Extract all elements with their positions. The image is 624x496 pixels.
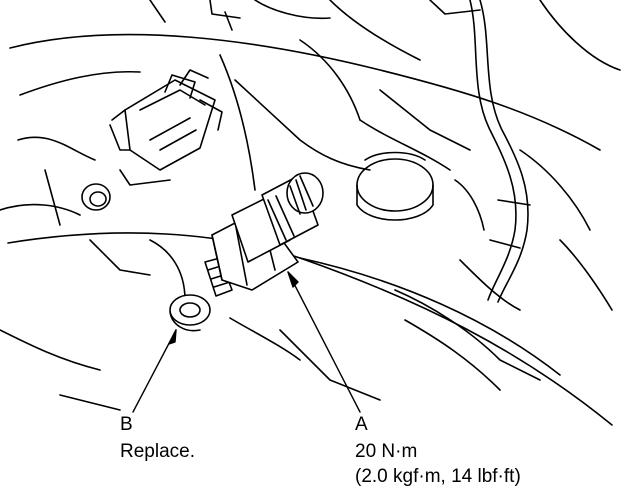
callout-a-letter: A bbox=[355, 414, 368, 435]
wire-harness bbox=[454, 0, 531, 303]
leader-a bbox=[287, 271, 361, 413]
callout-a-torque-alt: (2.0 kgf·m, 14 lbf·ft) bbox=[355, 466, 521, 487]
arrowhead-b bbox=[168, 329, 177, 345]
bolt-hole bbox=[81, 183, 111, 211]
oil-pressure-switch bbox=[204, 172, 324, 297]
callout-b-text: Replace. bbox=[120, 441, 195, 462]
electrical-connector bbox=[109, 69, 223, 171]
arrowhead-a bbox=[287, 271, 299, 288]
round-boss bbox=[356, 151, 434, 221]
hose-line bbox=[7, 232, 613, 426]
callout-b-letter: B bbox=[120, 414, 133, 435]
callout-arrows bbox=[132, 271, 361, 413]
sealing-washer bbox=[169, 294, 211, 332]
engine-block-outline bbox=[0, 0, 621, 411]
callout-a-torque-nm: 20 N·m bbox=[355, 441, 418, 462]
